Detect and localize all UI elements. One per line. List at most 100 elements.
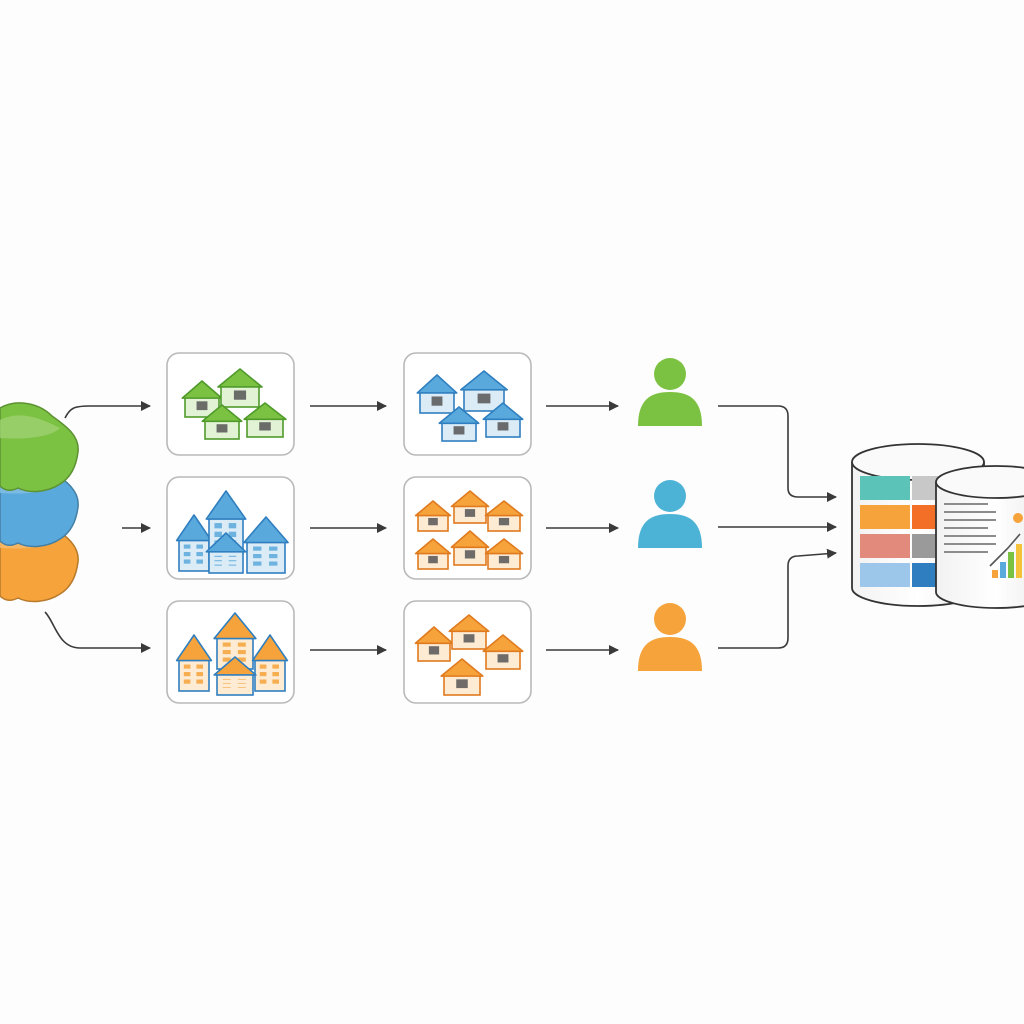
arrow-layer-to-row1 bbox=[64, 401, 151, 419]
house-window bbox=[183, 664, 191, 669]
house-window bbox=[222, 686, 231, 688]
panel-row2-stage1 bbox=[166, 476, 295, 580]
house-roof bbox=[217, 368, 263, 388]
house-window bbox=[228, 523, 237, 529]
person-body bbox=[638, 637, 702, 671]
house-window bbox=[228, 555, 237, 557]
person-head bbox=[654, 358, 686, 390]
house-window bbox=[228, 531, 237, 538]
house-window bbox=[237, 650, 246, 655]
house-window bbox=[237, 657, 246, 662]
panel-row1-stage1 bbox=[166, 352, 295, 456]
house-window bbox=[222, 650, 231, 655]
house-window bbox=[183, 679, 191, 684]
house-roof bbox=[243, 516, 289, 544]
house-window bbox=[253, 554, 262, 559]
house-window bbox=[233, 390, 247, 400]
house-window bbox=[497, 422, 509, 431]
house-roof bbox=[251, 634, 289, 662]
house-roof bbox=[175, 634, 213, 662]
house-window bbox=[214, 555, 222, 557]
house-roof bbox=[205, 490, 247, 520]
house-body bbox=[208, 548, 244, 574]
layer-stack-icon bbox=[0, 402, 79, 603]
house-window bbox=[196, 552, 203, 557]
house-window bbox=[183, 552, 191, 557]
report-bar bbox=[1000, 562, 1006, 578]
house-window bbox=[237, 682, 246, 684]
house-roof bbox=[450, 490, 490, 508]
house-roof bbox=[448, 614, 490, 633]
house-window bbox=[216, 424, 228, 433]
house-window bbox=[237, 678, 246, 680]
house-window bbox=[196, 401, 208, 411]
person-body bbox=[638, 392, 702, 426]
house-window bbox=[272, 664, 279, 669]
panel-row3-stage1 bbox=[166, 600, 295, 704]
house-window bbox=[196, 544, 203, 549]
house-window bbox=[453, 426, 465, 435]
report-bar bbox=[992, 570, 998, 578]
panel-row2-stage2 bbox=[403, 476, 532, 580]
person-icons bbox=[638, 358, 702, 671]
house-window bbox=[464, 550, 476, 559]
layer-green-highlight bbox=[0, 415, 60, 439]
house-roof bbox=[181, 380, 223, 399]
house-roof bbox=[213, 656, 257, 676]
house-body bbox=[178, 537, 210, 572]
house-window bbox=[228, 560, 237, 562]
database-report-icon bbox=[851, 443, 1024, 609]
data-band bbox=[860, 534, 910, 558]
house-window bbox=[222, 678, 231, 680]
house-body bbox=[178, 657, 210, 692]
house-window bbox=[428, 555, 438, 564]
report-trend-line bbox=[989, 533, 1021, 567]
house-roof bbox=[484, 538, 524, 555]
house-roof bbox=[482, 402, 524, 421]
house-window bbox=[272, 672, 279, 677]
house-window bbox=[272, 679, 279, 684]
person-head bbox=[654, 480, 686, 512]
person-head bbox=[654, 603, 686, 635]
house-window bbox=[214, 560, 222, 562]
house-window bbox=[463, 634, 475, 643]
house-window bbox=[259, 679, 267, 684]
house-window bbox=[237, 686, 246, 688]
house-roof bbox=[450, 530, 490, 549]
house-roof bbox=[416, 374, 458, 394]
person-icon-teal bbox=[638, 480, 702, 548]
arrow-layer-to-row3 bbox=[44, 611, 151, 653]
house-body bbox=[254, 657, 286, 692]
data-band bbox=[860, 505, 910, 529]
house-roof bbox=[205, 532, 247, 553]
house-window bbox=[222, 657, 231, 662]
house-window bbox=[259, 422, 271, 431]
house-window bbox=[477, 393, 491, 404]
house-roof bbox=[460, 370, 508, 391]
house-body bbox=[216, 672, 254, 696]
house-window bbox=[222, 682, 231, 684]
report-bar bbox=[1008, 552, 1014, 578]
house-window bbox=[498, 517, 510, 526]
panel-frame bbox=[403, 600, 532, 704]
house-roof bbox=[213, 612, 257, 640]
house-roof bbox=[482, 634, 524, 653]
house-body bbox=[246, 539, 286, 574]
house-window bbox=[214, 564, 222, 566]
arrow-person1-to-db bbox=[718, 405, 837, 502]
house-window bbox=[498, 555, 510, 564]
person-body bbox=[638, 514, 702, 548]
house-roof bbox=[243, 402, 287, 421]
report-cylinder bbox=[935, 465, 1024, 609]
house-window bbox=[464, 509, 476, 517]
house-window bbox=[428, 646, 440, 655]
stage-panels bbox=[166, 352, 532, 704]
house-window bbox=[269, 554, 278, 559]
house-window bbox=[183, 559, 191, 564]
report-accent-dot bbox=[1013, 513, 1023, 523]
house-window bbox=[431, 396, 443, 406]
house-window bbox=[253, 546, 262, 551]
house-window bbox=[222, 642, 231, 647]
house-roof bbox=[484, 500, 524, 517]
